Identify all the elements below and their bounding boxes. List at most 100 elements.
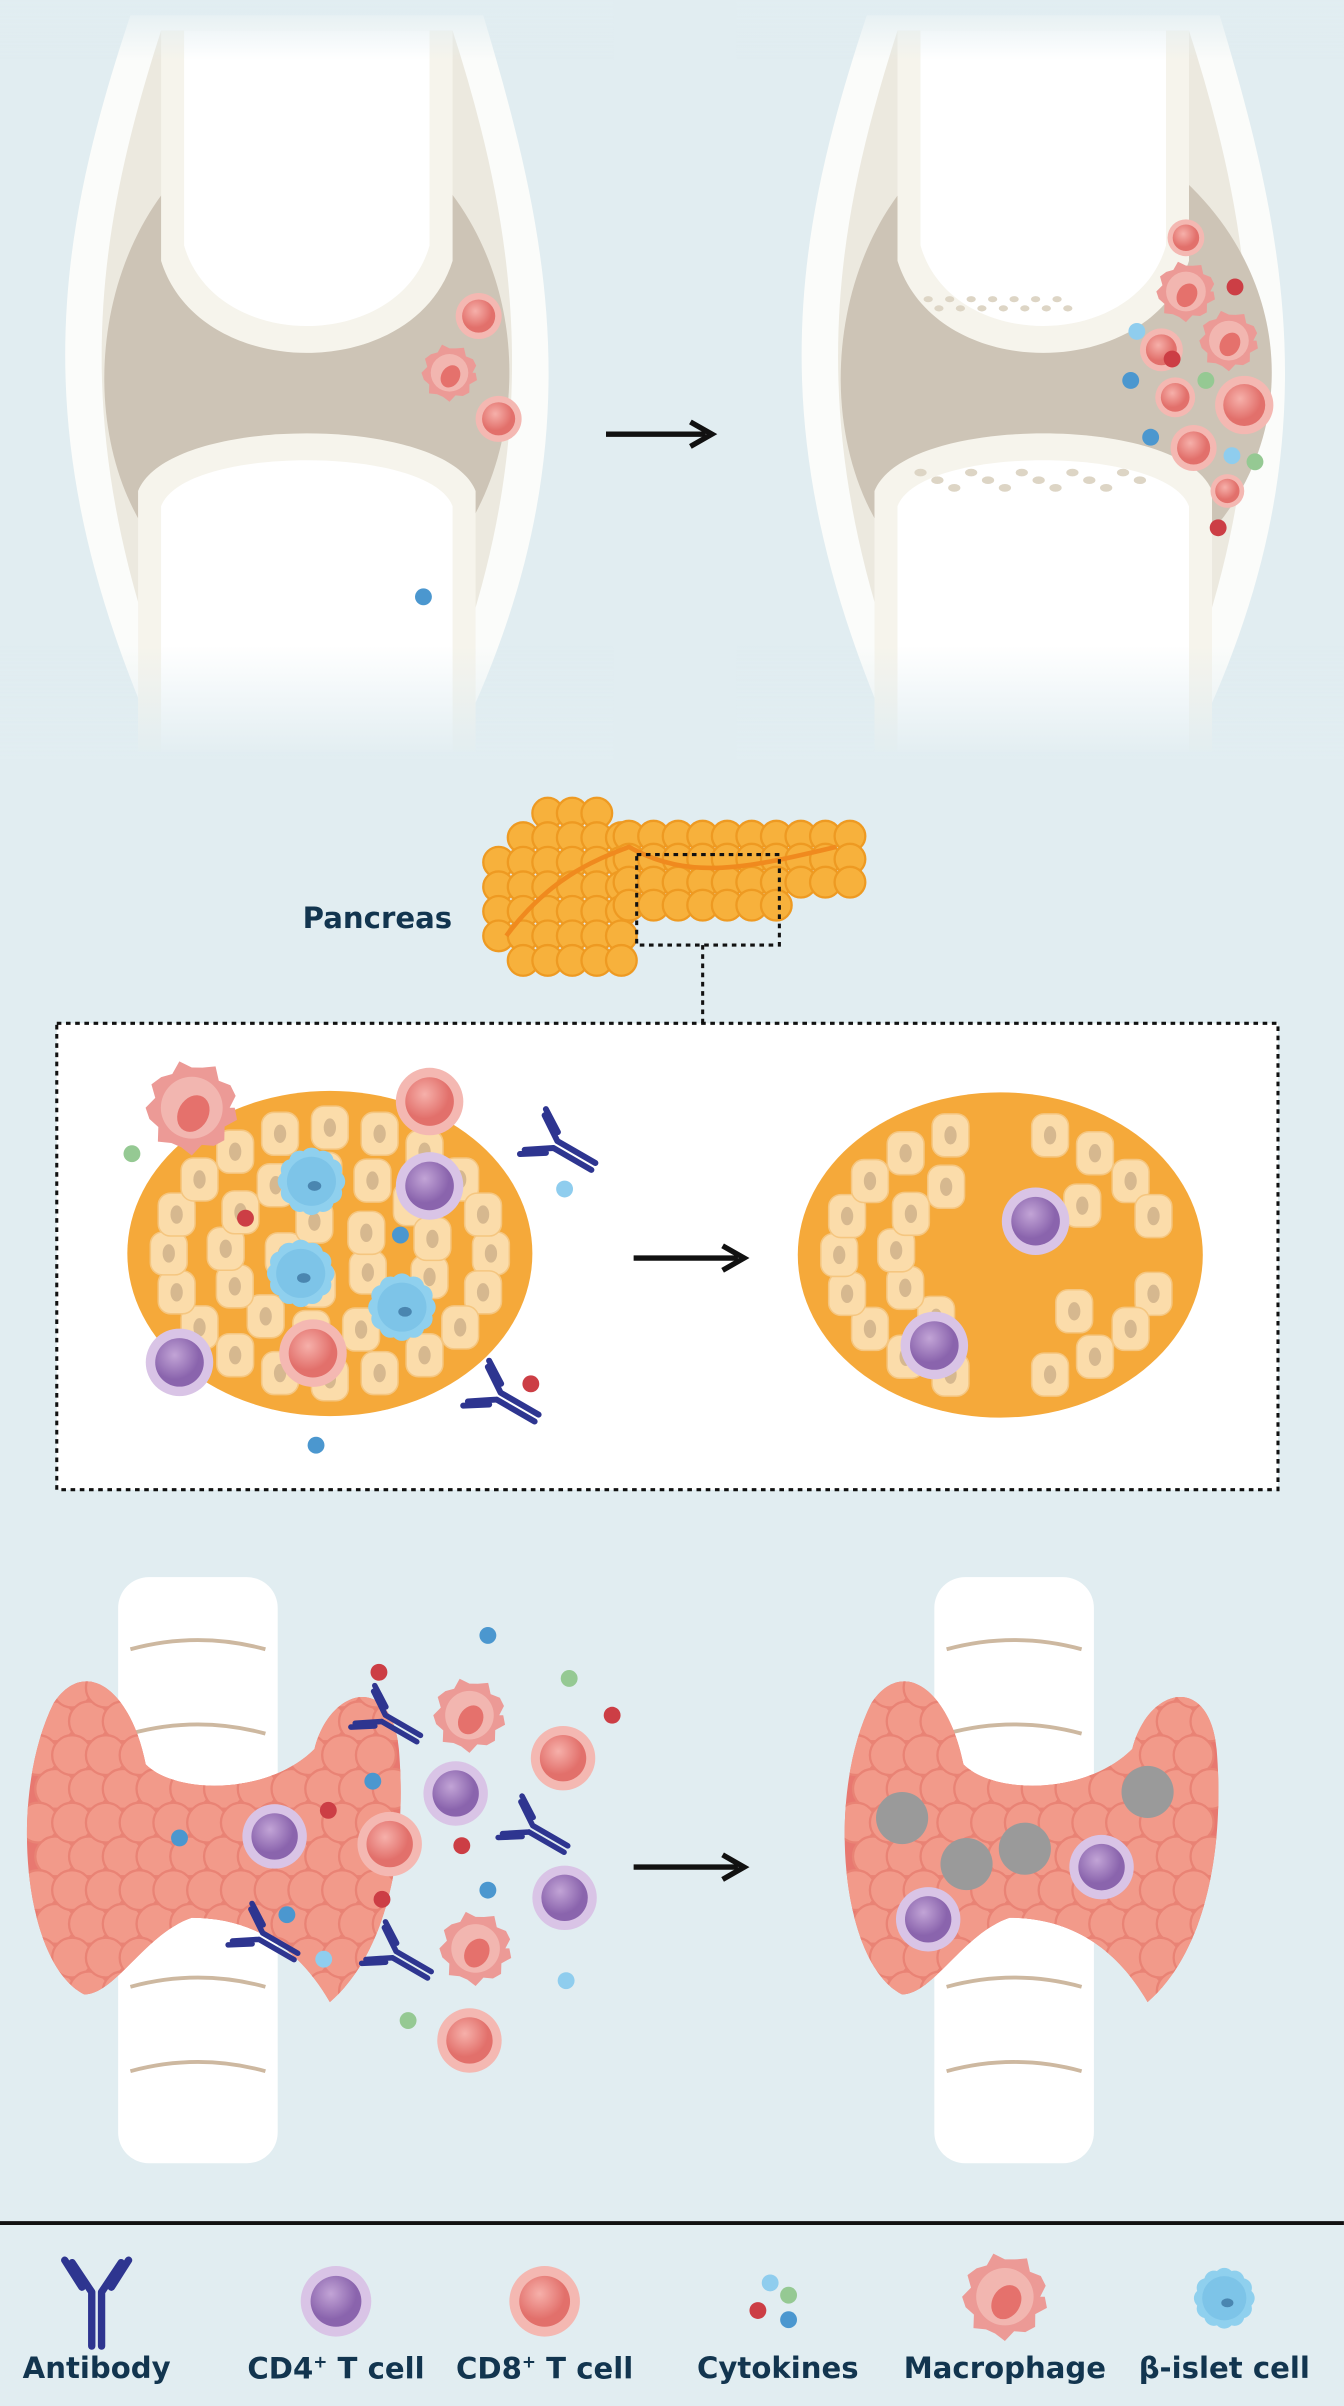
cytokine <box>278 1906 296 1924</box>
pancreas-lobule <box>759 888 793 922</box>
macrophage <box>1199 310 1258 372</box>
arrowhead <box>689 419 718 449</box>
antibody <box>516 1106 599 1173</box>
cytokine <box>780 2286 798 2304</box>
cd4-t-cell <box>532 1865 597 1931</box>
cd4-t-cell <box>242 1804 307 1869</box>
cd4-t-cell <box>900 1311 969 1380</box>
legend-label-text: Antibody <box>22 2351 171 2386</box>
pancreatic-duct <box>504 844 837 938</box>
legend-label-sup: + <box>313 2351 328 2372</box>
cytokine <box>1128 322 1146 340</box>
thyroid-follicle <box>1172 1734 1215 1777</box>
legend-label-text: Cytokines <box>697 2351 859 2386</box>
antibody <box>225 1900 301 1963</box>
cytokine <box>307 1436 325 1454</box>
cytokine <box>123 1145 141 1163</box>
pancreas-section <box>482 796 867 1024</box>
beta-islet-cell <box>277 1147 346 1216</box>
cd4-t-cell <box>145 1328 214 1397</box>
cytokine <box>373 1890 391 1908</box>
thyroid-follicle <box>1189 1767 1219 1810</box>
thyroid-follicle <box>1105 1681 1148 1709</box>
cd4-t-cell <box>895 1887 961 1952</box>
thyroid-follicle <box>1088 1700 1131 1743</box>
cd8-t-cell <box>279 1319 347 1387</box>
legend-label-macrophage: Macrophage <box>904 2352 1106 2386</box>
cd8-t-cell <box>395 1067 464 1136</box>
pancreas-label: Pancreas <box>302 902 453 936</box>
cytokine <box>1223 447 1241 465</box>
cytokine <box>603 1706 621 1724</box>
inflamed-joint <box>736 0 1344 760</box>
cd4-t-cell <box>423 1761 488 1826</box>
thyroid-follicle <box>1189 1902 1219 1945</box>
cd8-t-cell <box>530 1725 596 1791</box>
antibody <box>495 1793 571 1855</box>
cytokine <box>761 2274 779 2292</box>
cytokine <box>749 2302 767 2319</box>
arrowhead <box>721 1852 750 1882</box>
cytokine <box>556 1180 574 1198</box>
cytokine <box>479 1627 497 1644</box>
thyroid-section <box>26 1577 1219 2164</box>
pancreas-lobule <box>833 865 867 899</box>
macrophage <box>1156 261 1215 323</box>
thyroid-follicle <box>1189 1970 1219 2003</box>
legend-label-cytokines: Cytokines <box>697 2352 859 2386</box>
cytokine <box>399 2012 417 2029</box>
cd4-t-cell <box>300 2266 372 2337</box>
legend-label-beta-islet-cell: β-islet cell <box>1139 2352 1310 2386</box>
cd8-t-cell <box>1210 474 1245 508</box>
thyroid-follicle <box>337 1970 381 2003</box>
cd4-t-cell <box>395 1152 464 1220</box>
cd4-t-cell <box>1001 1187 1070 1255</box>
cytokine <box>415 588 432 606</box>
beta-islet-cell <box>368 1273 436 1341</box>
cd8-t-cell <box>455 293 502 340</box>
thyroid-follicle <box>1172 1681 1215 1709</box>
macrophage <box>145 1061 238 1156</box>
cd8-t-cell <box>475 395 522 442</box>
cytokine <box>391 1226 409 1244</box>
beta-islet-cell <box>1193 2267 1255 2329</box>
antibody <box>460 1357 542 1425</box>
macrophage <box>421 344 477 402</box>
cytokine <box>1122 372 1140 389</box>
cytokine <box>1246 453 1264 471</box>
joint-section <box>0 0 1344 760</box>
legend-icons <box>61 2253 1255 2350</box>
legend-label-text: β-islet cell <box>1138 2351 1310 2386</box>
macrophage <box>962 2253 1047 2342</box>
cd8-t-cell <box>1167 219 1205 257</box>
legend-label-antibody: Antibody <box>23 2352 171 2386</box>
cytokine <box>1197 372 1215 389</box>
cd8-t-cell <box>1155 377 1196 418</box>
cytokine <box>479 1881 497 1899</box>
islet-zoom-panel <box>55 1021 1280 1492</box>
cytokine <box>364 1772 382 1790</box>
healthy-joint <box>0 0 614 760</box>
macrophage <box>439 1911 512 1987</box>
destroyed-follicle <box>1121 1765 1174 1819</box>
legend-label-suffix: T cell <box>536 2352 634 2387</box>
cd8-t-cell <box>357 1811 422 1877</box>
zoom-region-box <box>635 853 781 947</box>
cd8-t-cell <box>1170 424 1217 471</box>
thyroid-follicle <box>371 1970 401 2003</box>
thyroid-follicle <box>26 1681 60 1709</box>
legend-label-sup: + <box>521 2351 537 2372</box>
destroyed-follicle <box>998 1822 1051 1875</box>
legend-label-suffix: T cell <box>327 2352 425 2387</box>
legend-label-cd8-t-cell: CD8+ T cell <box>456 2352 633 2386</box>
cytokine <box>1209 519 1227 537</box>
thyroid-follicle <box>1172 1936 1215 1979</box>
legend-label-text: CD4 <box>247 2352 314 2387</box>
cd8-t-cell <box>437 2008 502 2073</box>
cytokine <box>319 1801 337 1819</box>
thyroid-follicle <box>1172 1801 1215 1844</box>
cytokine <box>1163 350 1181 368</box>
thyroid-follicle <box>1088 1970 1131 2003</box>
